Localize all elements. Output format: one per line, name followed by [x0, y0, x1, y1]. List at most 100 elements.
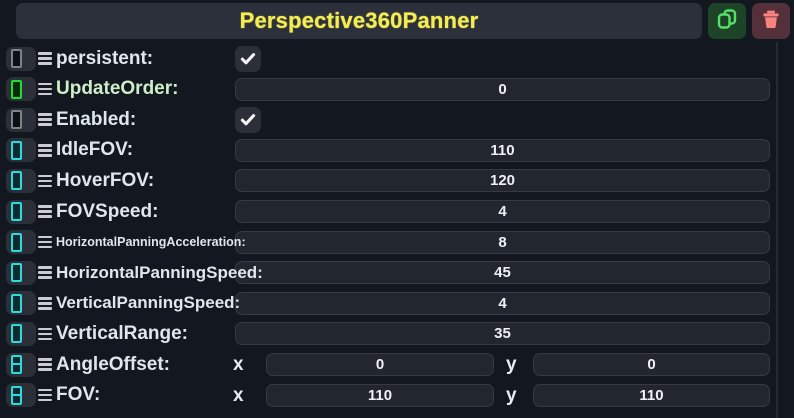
type-float-icon[interactable] — [6, 138, 36, 163]
property-label: HorizontalPanningSpeed: — [56, 262, 262, 282]
panel-divider — [776, 42, 778, 418]
type-float-icon[interactable] — [6, 260, 36, 285]
input-value: 110 — [490, 141, 515, 159]
type-swatch — [11, 79, 22, 99]
number-input[interactable]: 4 — [235, 200, 770, 223]
property-label: HorizontalPanningAcceleration: — [56, 235, 246, 250]
type-swatch — [11, 171, 22, 191]
property-label: UpdateOrder: — [56, 78, 179, 100]
property-label: VerticalRange: — [56, 322, 188, 344]
input-value: 4 — [498, 294, 507, 312]
property-label: AngleOffset: — [56, 353, 170, 375]
type-int-icon[interactable] — [6, 77, 36, 102]
property-label: Enabled: — [56, 108, 137, 130]
property-label: persistent: — [56, 47, 154, 69]
number-input[interactable]: 35 — [235, 322, 770, 346]
y-axis-label: y — [506, 354, 517, 375]
type-float-icon[interactable] — [6, 168, 36, 193]
input-value: 0 — [498, 80, 507, 98]
y-axis-label: y — [506, 384, 517, 406]
property-menu-icon[interactable] — [37, 200, 53, 224]
property-row: VerticalRange: — [0, 319, 794, 349]
property-row: HorizontalPanningAcceleration: — [0, 227, 794, 257]
property-menu-icon[interactable] — [37, 261, 53, 285]
checkbox-toggle[interactable] — [235, 45, 261, 72]
number-input[interactable]: 8 — [235, 230, 770, 254]
type-swatch — [11, 110, 22, 130]
input-value: 110 — [639, 386, 664, 404]
input-value: 45 — [494, 264, 511, 282]
type-float-icon[interactable] — [6, 291, 36, 316]
number-input[interactable]: 120 — [235, 169, 770, 193]
property-row: HorizontalPanningSpeed: — [0, 258, 794, 288]
x-input[interactable]: 0 — [266, 353, 494, 376]
input-value: 4 — [498, 203, 507, 220]
duplicate-component-button[interactable] — [708, 3, 746, 39]
property-menu-icon[interactable] — [37, 169, 53, 193]
delete-component-button[interactable] — [752, 3, 790, 39]
input-value: 8 — [498, 233, 507, 251]
type-swatch — [11, 263, 22, 283]
property-menu-icon[interactable] — [37, 77, 53, 101]
inspector-header: Perspective360Panner — [0, 0, 794, 42]
type-swatch — [11, 140, 22, 160]
input-value: 120 — [489, 172, 516, 190]
type-swatch — [11, 324, 22, 344]
type-float2-icon[interactable] — [6, 352, 36, 377]
check-icon — [240, 52, 256, 64]
component-title-bar[interactable]: Perspective360Panner — [16, 3, 702, 39]
input-value: 0 — [375, 356, 385, 373]
property-label: IdleFOV: — [56, 139, 134, 161]
property-menu-icon[interactable] — [37, 138, 53, 162]
number-input[interactable]: 0 — [235, 77, 770, 101]
x-axis-label: x — [233, 354, 244, 375]
x-input[interactable]: 110 — [266, 383, 494, 407]
property-menu-icon[interactable] — [37, 108, 53, 132]
property-row: AngleOffset: — [0, 350, 794, 380]
type-swatch — [11, 355, 22, 374]
number-input[interactable]: 4 — [235, 291, 770, 315]
property-menu-icon[interactable] — [37, 291, 53, 315]
type-swatch — [11, 49, 22, 68]
property-label: HoverFOV: — [56, 169, 155, 191]
property-label: FOVSpeed: — [56, 200, 159, 222]
y-input[interactable]: 110 — [533, 383, 770, 407]
property-label: FOV: — [56, 384, 101, 406]
type-bool-icon[interactable] — [6, 107, 36, 132]
property-menu-icon[interactable] — [37, 322, 53, 346]
property-menu-icon[interactable] — [37, 383, 53, 407]
type-float-icon[interactable] — [6, 230, 36, 255]
type-swatch — [11, 385, 22, 405]
checkbox-toggle[interactable] — [235, 106, 261, 133]
trash-icon — [760, 8, 782, 35]
type-float2-icon[interactable] — [6, 383, 36, 408]
property-row: FOV: — [0, 380, 794, 410]
property-menu-icon[interactable] — [37, 47, 53, 71]
input-value: 110 — [367, 386, 393, 404]
number-input[interactable]: 45 — [235, 261, 770, 285]
vertical-scrollbar[interactable] — [780, 42, 794, 418]
type-bool-icon[interactable] — [6, 46, 36, 71]
y-input[interactable]: 0 — [533, 353, 770, 376]
type-swatch — [11, 232, 22, 252]
page-title: Perspective360Panner — [239, 8, 479, 33]
input-value: 0 — [647, 356, 656, 373]
property-row: persistent: — [0, 44, 794, 74]
property-row: VerticalPanningSpeed: — [0, 288, 794, 318]
check-icon — [240, 113, 256, 126]
property-row: FOVSpeed: — [0, 197, 794, 227]
input-value: 35 — [494, 325, 511, 343]
number-input[interactable]: 110 — [235, 138, 770, 162]
property-row: HoverFOV: — [0, 166, 794, 196]
type-float-icon[interactable] — [6, 199, 36, 224]
property-menu-icon[interactable] — [37, 230, 53, 254]
property-row: UpdateOrder: — [0, 74, 794, 104]
type-swatch — [11, 293, 22, 313]
type-float-icon[interactable] — [6, 321, 36, 346]
property-row: Enabled: — [0, 105, 794, 135]
property-label: VerticalPanningSpeed: — [56, 293, 241, 313]
duplicate-icon — [716, 8, 738, 35]
x-axis-label: x — [233, 384, 244, 406]
property-menu-icon[interactable] — [37, 353, 53, 377]
